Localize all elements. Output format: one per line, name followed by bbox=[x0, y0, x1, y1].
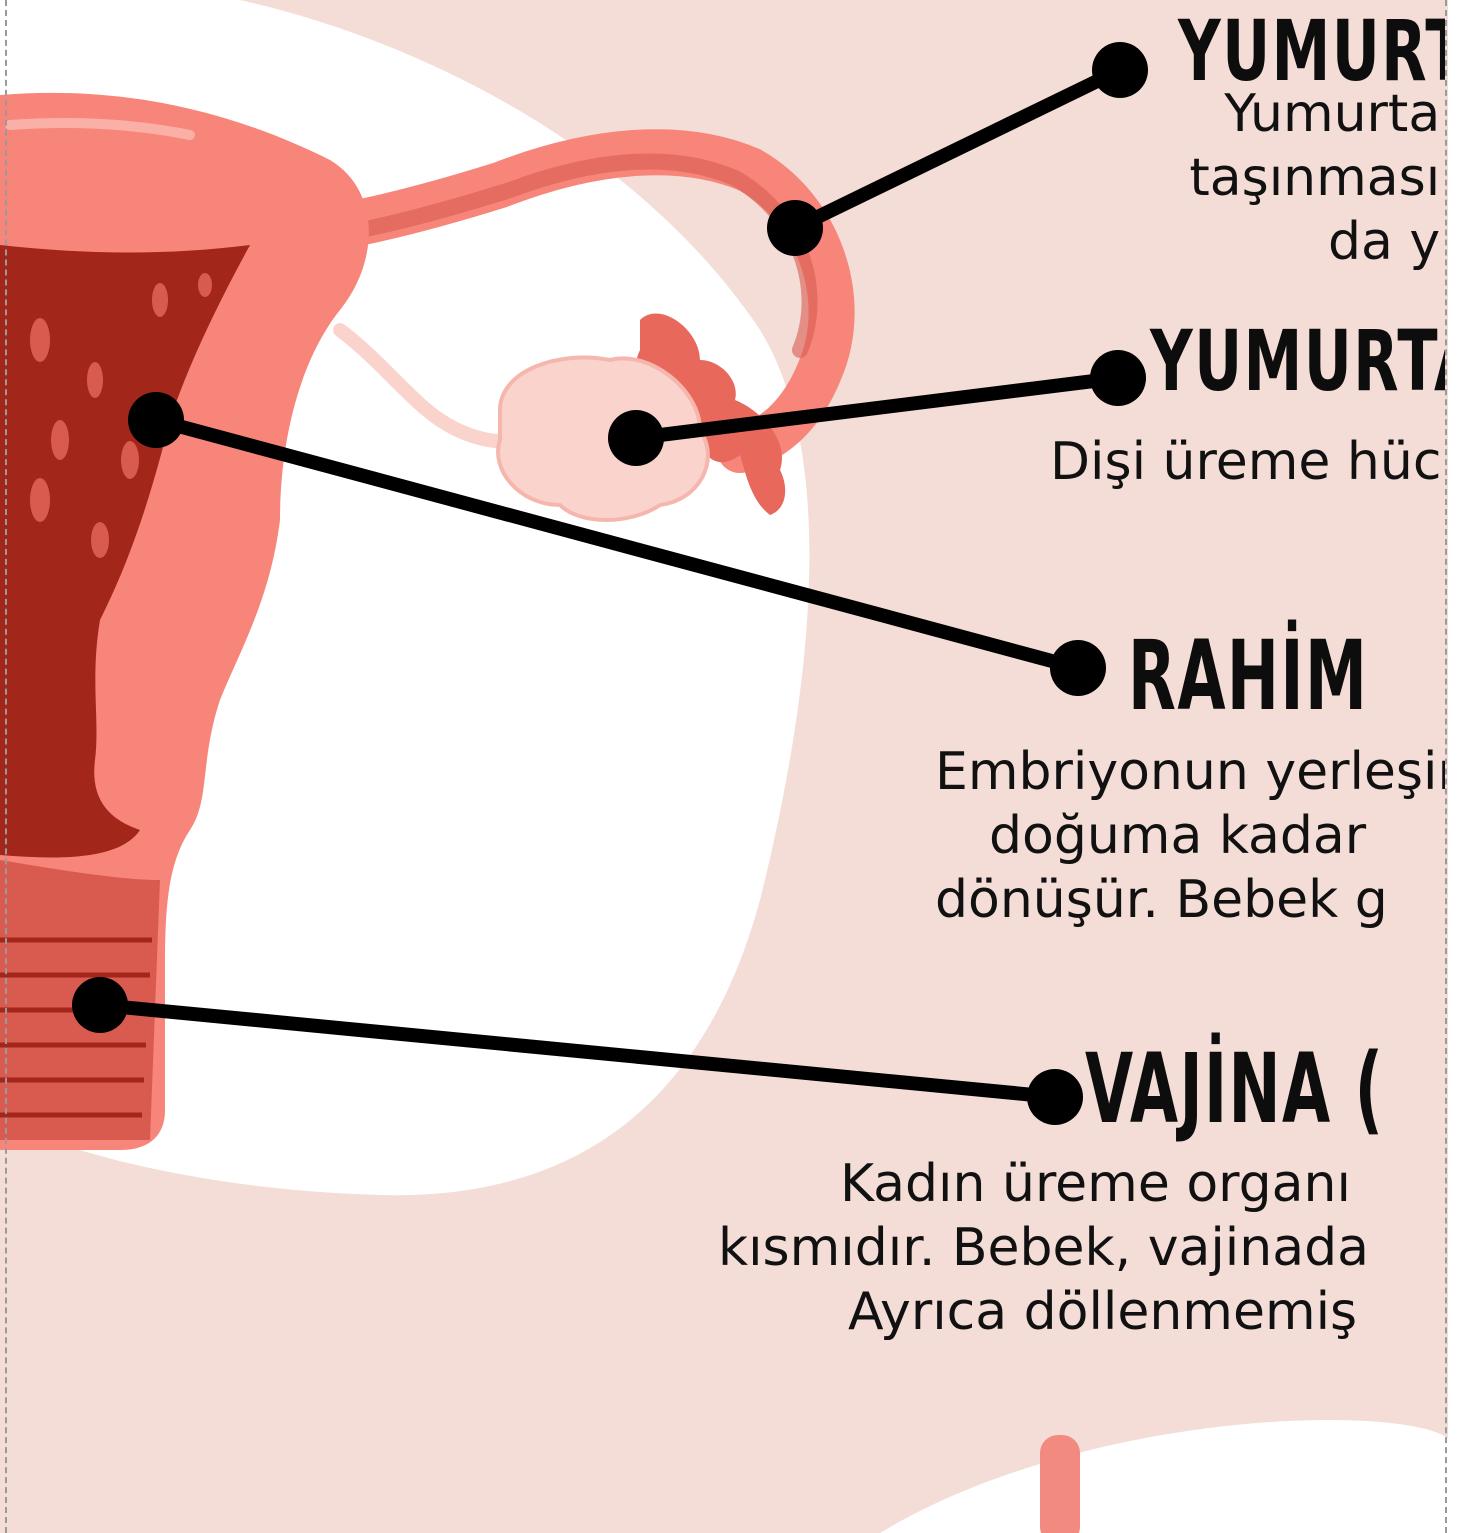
label-ovary-title: YUMURTALIK bbox=[1150, 312, 1445, 410]
desc-line: Yumurta bbox=[1222, 82, 1440, 146]
outside-page-area bbox=[1448, 0, 1472, 1533]
label-ovary-desc: Dişi üreme hücresi bbox=[1050, 430, 1445, 494]
desc-line: Kadın üreme organı bbox=[840, 1152, 1369, 1216]
page-boundary-right bbox=[1445, 0, 1447, 1533]
desc-line: doğuma kadar bbox=[989, 804, 1445, 868]
desc-line: dönüşür. Bebek g bbox=[935, 868, 1445, 932]
desc-line: kısmıdır. Bebek, vajinada bbox=[718, 1216, 1369, 1280]
desc-line: Dişi üreme hücresi bbox=[1050, 430, 1445, 494]
label-uterus-desc: Embriyonun yerleşir doğuma kadar dönüşür… bbox=[935, 740, 1445, 932]
page-boundary-left bbox=[5, 0, 7, 1533]
desc-line: taşınması bbox=[1148, 146, 1440, 210]
label-vagina-desc: Kadın üreme organı kısmıdır. Bebek, vaji… bbox=[718, 1152, 1369, 1344]
label-uterus-title: RAHİM bbox=[1128, 620, 1368, 732]
label-vagina-title: VAJİNA ( bbox=[1085, 1033, 1385, 1145]
label-fallopian-desc: Yumurta taşınması da y bbox=[1148, 82, 1440, 274]
desc-line: Ayrıca döllenmemiş bbox=[848, 1280, 1369, 1344]
desc-line: da y bbox=[1328, 210, 1440, 274]
desc-line: Embriyonun yerleşir bbox=[935, 740, 1445, 804]
